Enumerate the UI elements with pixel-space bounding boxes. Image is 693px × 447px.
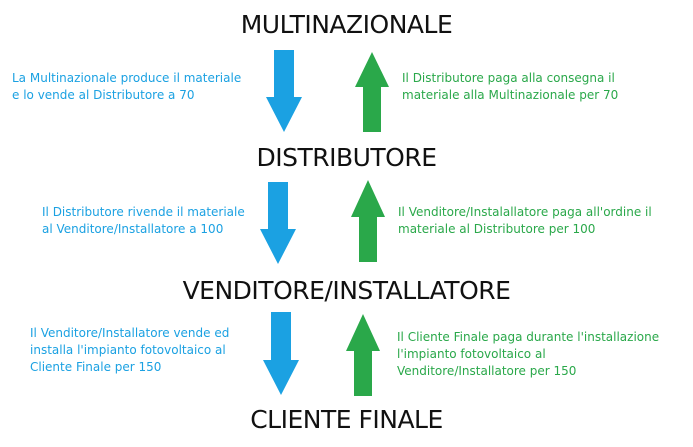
level-multinazionale: MULTINAZIONALE [240,10,453,39]
down-arrow-icon [266,50,302,132]
up-arrow-icon [355,52,389,132]
up-note-distributore-multinazionale: Il Distributore paga alla consegna il ma… [402,71,619,102]
level-distributore: DISTRIBUTORE [256,143,437,172]
up-note-venditore-distributore: Il Venditore/Instalallatore paga all'ord… [398,205,652,236]
down-note-distributore-venditore: Il Distributore rivende il materiale al … [42,205,245,236]
up-arrow-icon [351,180,385,262]
down-arrow-icon [263,312,299,395]
level-cliente-finale: CLIENTE FINALE [250,405,443,434]
up-note-cliente-venditore: Il Cliente Finale paga durante l'install… [397,330,660,378]
down-arrow-icon [260,182,296,264]
down-note-venditore-cliente: Il Venditore/Installatore vende ed insta… [30,326,230,374]
up-arrow-icon [346,314,380,396]
down-note-multinazionale-distributore: La Multinazionale produce il materiale e… [12,71,242,102]
level-venditore-installatore: VENDITORE/INSTALLATORE [182,276,511,305]
